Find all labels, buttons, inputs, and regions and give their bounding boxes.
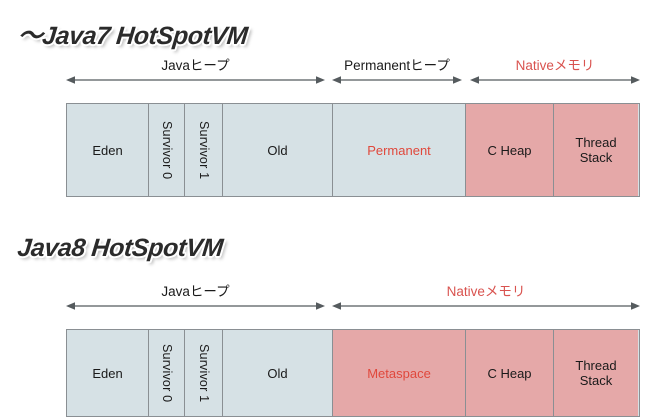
span-arrow-java-heap-2: [66, 300, 325, 312]
memory-bar-java7: Eden Survivor 0 Survivor 1 Old Permanent…: [66, 103, 640, 197]
span-arrow-native-memory-1: [470, 74, 640, 86]
span-label-java-heap-1: Javaヒープ: [161, 58, 230, 73]
memory-bar-java8: Eden Survivor 0 Survivor 1 Old Metaspace…: [66, 329, 640, 417]
diagram-java7: ～Java7 HotSpotVM Javaヒープ Permanentヒープ Na…: [16, 22, 640, 197]
memory-segment-eden: Eden: [67, 330, 149, 416]
memory-segment-old: Old: [223, 104, 333, 196]
memory-segment-old: Old: [223, 330, 333, 416]
memory-segment-metaspace: Metaspace: [333, 330, 466, 416]
memory-segment-eden: Eden: [67, 104, 149, 196]
memory-segment-c-heap: C Heap: [466, 104, 554, 196]
memory-segment-c-heap: C Heap: [466, 330, 554, 416]
diagram-java8: Java8 HotSpotVM Javaヒープ Nativeメモリ Eden S…: [0, 210, 649, 419]
page-title-java7: ～Java7 HotSpotVM: [16, 22, 249, 50]
span-arrow-native-memory-2: [332, 300, 640, 312]
memory-segment-survivor-1: Survivor 1: [185, 104, 223, 196]
memory-segment-survivor-0: Survivor 0: [149, 104, 185, 196]
span-arrow-permanent-heap-1: [332, 74, 462, 86]
span-arrow-java-heap-1: [66, 74, 325, 86]
memory-segment-permanent: Permanent: [333, 104, 466, 196]
memory-segment-survivor-1: Survivor 1: [185, 330, 223, 416]
span-label-permanent-heap-1: Permanentヒープ: [344, 58, 450, 73]
span-label-native-memory-1: Nativeメモリ: [515, 58, 595, 73]
page-title-java8: Java8 HotSpotVM: [16, 234, 225, 262]
span-label-java-heap-2: Javaヒープ: [161, 284, 230, 299]
memory-segment-thread-stack: Thread Stack: [554, 104, 638, 196]
memory-segment-survivor-0: Survivor 0: [149, 330, 185, 416]
span-label-native-memory-2: Nativeメモリ: [446, 284, 526, 299]
memory-segment-thread-stack: Thread Stack: [554, 330, 638, 416]
